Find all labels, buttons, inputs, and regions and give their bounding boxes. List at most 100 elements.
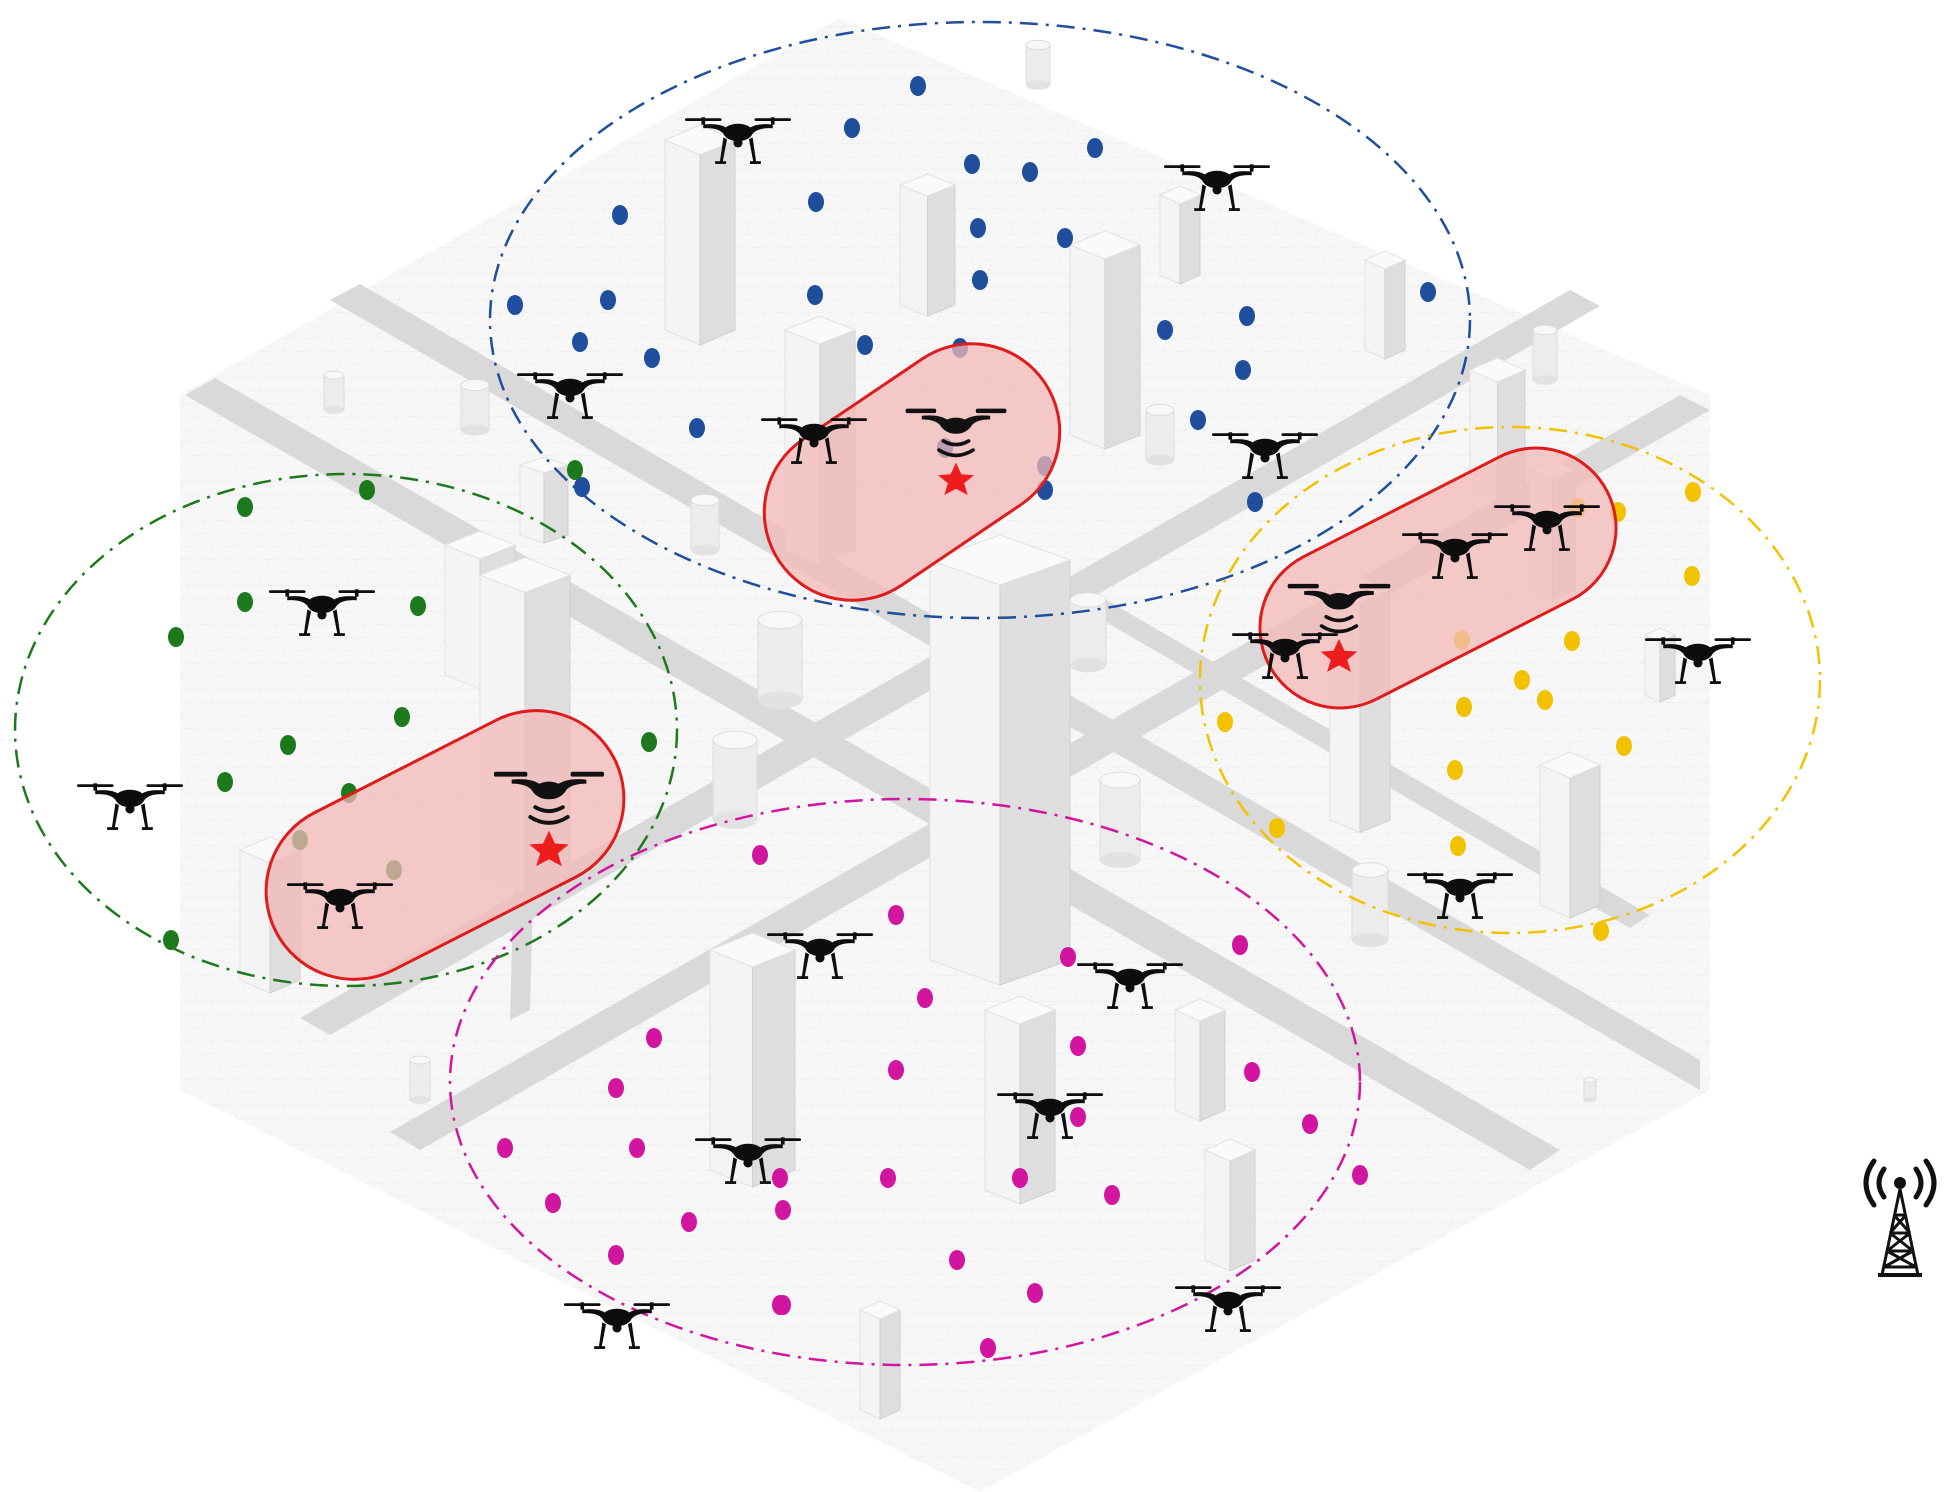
ground-user-blue [612, 205, 628, 225]
ground-user-blue [1420, 282, 1436, 302]
ground-user-green [280, 735, 296, 755]
ground-user-blue [1239, 306, 1255, 326]
ground-user-blue [964, 154, 980, 174]
ground-user-blue [1022, 162, 1038, 182]
ground-user-magenta [949, 1250, 965, 1270]
building [708, 932, 797, 1188]
ground-user-yellow [1685, 482, 1701, 502]
ground-user-magenta [545, 1193, 561, 1213]
ground-user-yellow [1447, 760, 1463, 780]
building [1538, 751, 1602, 919]
tower-building [1025, 39, 1051, 90]
building [518, 456, 570, 544]
ground-user-magenta [608, 1245, 624, 1265]
ground-user-magenta [888, 905, 904, 925]
ground-user-magenta [1352, 1165, 1368, 1185]
building [898, 173, 957, 317]
tower-building [757, 610, 803, 709]
ground-user-blue [910, 76, 926, 96]
ground-user-magenta [1244, 1062, 1260, 1082]
ground-user-magenta [1232, 935, 1248, 955]
tower-building [1583, 1077, 1597, 1103]
building [1363, 250, 1407, 360]
ground-user-blue [970, 218, 986, 238]
ground-user-magenta [775, 1295, 791, 1315]
ground-user-magenta [1060, 947, 1076, 967]
base-station-tower-icon [1863, 1158, 1937, 1277]
ground-user-green [237, 497, 253, 517]
building [1068, 230, 1142, 450]
ground-user-green [394, 707, 410, 727]
ground-user-yellow [1269, 818, 1285, 838]
ground-user-magenta [608, 1078, 624, 1098]
ground-user-magenta [775, 1200, 791, 1220]
cluster-boundary-magenta [448, 797, 1362, 1367]
tower-building [460, 378, 490, 436]
ground-user-magenta [1302, 1114, 1318, 1134]
cluster-boundary-blue [488, 20, 1472, 620]
ground-user-magenta [629, 1138, 645, 1158]
ground-user-yellow [1564, 631, 1580, 651]
ground-user-magenta [1027, 1283, 1043, 1303]
ground-user-blue [600, 290, 616, 310]
ground-user-blue [972, 270, 988, 290]
building [858, 1300, 902, 1420]
ground-user-green [237, 592, 253, 612]
ground-user-blue [507, 295, 523, 315]
ground-user-magenta [1070, 1036, 1086, 1056]
ground-user-green [359, 480, 375, 500]
ground-user-blue [689, 418, 705, 438]
ground-user-yellow [1456, 697, 1472, 717]
ground-user-blue [644, 348, 660, 368]
ground-user-magenta [880, 1168, 896, 1188]
tower-building [1145, 403, 1175, 466]
ground-user-magenta [1104, 1185, 1120, 1205]
ground-user-yellow [1593, 921, 1609, 941]
building [1173, 998, 1227, 1122]
building [663, 124, 737, 346]
ground-user-blue [808, 192, 824, 212]
ground-user-magenta [646, 1028, 662, 1048]
ground-user-blue [1057, 228, 1073, 248]
ground-user-blue [857, 335, 873, 355]
quadcopter-drone-icon [76, 783, 184, 830]
ground-user-magenta [1070, 1107, 1086, 1127]
ground-user-magenta [497, 1138, 513, 1158]
tower-building [1099, 771, 1141, 868]
ground-user-blue [1247, 492, 1263, 512]
ground-user-magenta [980, 1338, 996, 1358]
ground-user-blue [1157, 320, 1173, 340]
ground-user-magenta [681, 1212, 697, 1232]
cluster-boundary-yellow [1198, 425, 1822, 935]
ground-user-blue [1190, 410, 1206, 430]
ground-user-blue [1235, 360, 1251, 380]
tower-building [1069, 592, 1107, 673]
ground-user-blue [572, 332, 588, 352]
tower-building [323, 370, 345, 414]
tower-building [409, 1055, 431, 1104]
ground-user-blue [574, 477, 590, 497]
tower-building [712, 730, 758, 829]
ground-user-magenta [1012, 1168, 1028, 1188]
tower-building [690, 493, 720, 556]
ground-user-blue [1087, 138, 1103, 158]
tower-building [1351, 862, 1389, 948]
ground-user-green [168, 627, 184, 647]
ground-user-green [641, 732, 657, 752]
ground-user-blue [844, 118, 860, 138]
ground-user-yellow [1514, 670, 1530, 690]
ground-user-magenta [888, 1060, 904, 1080]
ground-user-yellow [1616, 736, 1632, 756]
ground-user-green [410, 596, 426, 616]
ground-user-green [567, 460, 583, 480]
ground-user-green [163, 930, 179, 950]
tower-building [1532, 324, 1558, 385]
building [1203, 1138, 1257, 1272]
ground-user-yellow [1684, 566, 1700, 586]
building [1158, 185, 1202, 285]
ground-user-yellow [1537, 690, 1553, 710]
ground-user-yellow [1217, 712, 1233, 732]
ground-user-magenta [917, 988, 933, 1008]
ground-user-blue [807, 285, 823, 305]
